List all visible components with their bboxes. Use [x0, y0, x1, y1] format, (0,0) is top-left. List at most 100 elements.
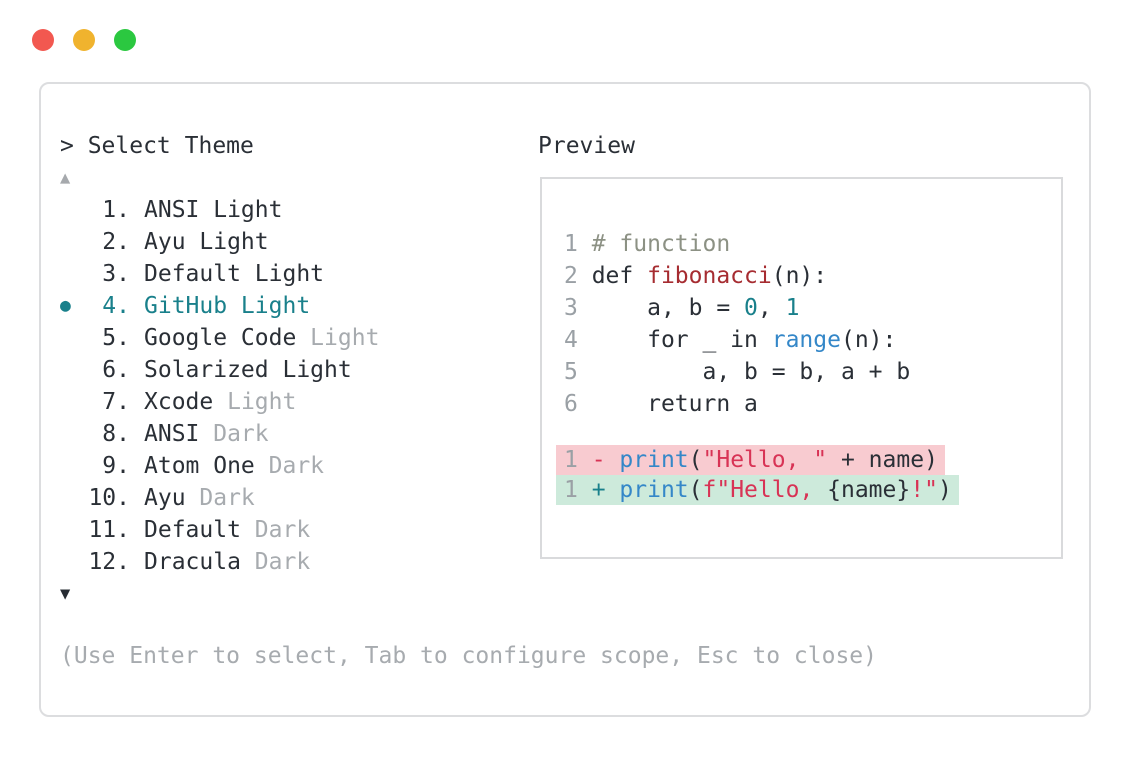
theme-list-item[interactable]: ●4.GitHub Light	[60, 290, 379, 322]
theme-item-label: Solarized Light	[144, 357, 352, 383]
item-marker-empty	[60, 450, 88, 482]
item-marker-empty	[60, 514, 88, 546]
code-token-num: 1	[785, 295, 800, 321]
theme-item-label: ANSI Light	[144, 197, 283, 223]
theme-item-label-suffix: Dark	[254, 453, 325, 479]
item-marker-empty	[60, 322, 88, 354]
theme-item-label: Ayu Dark	[144, 485, 255, 511]
code-line: 5 a, b = b, a + b	[564, 356, 910, 388]
theme-item-label-suffix: Dark	[185, 485, 255, 511]
diff-line-removed: 1 - print("Hello, " + name)	[556, 445, 959, 475]
theme-list-item[interactable]: 3.Default Light	[60, 258, 379, 290]
code-token-ln: 6	[564, 391, 592, 417]
keyboard-hints: (Use Enter to select, Tab to configure s…	[60, 643, 877, 669]
theme-item-number: 7.	[102, 389, 130, 415]
diff-line-highlight: 1 + print(f"Hello, {name}!")	[556, 475, 959, 505]
minimize-window-icon[interactable]	[73, 29, 95, 51]
code-token-call: print	[619, 477, 689, 503]
code-token-pl: (n):	[771, 263, 828, 289]
theme-item-label-suffix: Light	[296, 325, 380, 351]
theme-item-label: Xcode Light	[144, 389, 297, 415]
theme-item-number: 6.	[102, 357, 130, 383]
selected-item-marker: ●	[60, 295, 71, 316]
item-marker-empty	[60, 482, 88, 514]
theme-item-number: 1.	[102, 197, 130, 223]
code-token-ln: 5	[564, 359, 592, 385]
code-token-pl: )	[937, 477, 952, 503]
theme-list-item[interactable]: 5. Google Code Light	[60, 322, 379, 354]
code-token-pl: (	[688, 447, 703, 473]
code-token-cm: # function	[591, 231, 731, 257]
scroll-down-icon[interactable]: ▼	[60, 584, 71, 604]
item-marker-empty	[60, 258, 88, 290]
item-marker-empty	[60, 386, 88, 418]
code-token-ln: 1	[564, 231, 592, 257]
theme-list-item[interactable]: 6. Solarized Light	[60, 354, 379, 386]
code-line: 4 for _ in range(n):	[564, 324, 910, 356]
code-line: 6 return a	[564, 388, 910, 420]
code-line: 1 # function	[564, 228, 910, 260]
theme-item-label: GitHub Light	[144, 293, 311, 319]
code-token-fn: fibonacci	[647, 263, 772, 289]
code-token-pl: for _ in	[591, 327, 772, 353]
theme-list-item[interactable]: 12.Dracula Dark	[60, 546, 379, 578]
code-token-add: +	[591, 477, 620, 503]
code-token-num: 0	[744, 295, 758, 321]
theme-item-number: 5.	[102, 325, 130, 351]
code-token-ln: 4	[564, 327, 592, 353]
theme-item-number: 2.	[102, 229, 130, 255]
code-token-call: range	[771, 327, 841, 353]
code-token-pl: (n):	[840, 327, 897, 353]
theme-item-number: 10.	[88, 485, 130, 511]
theme-item-label-suffix: Dark	[199, 421, 269, 447]
theme-list-item[interactable]: 8.ANSI Dark	[60, 418, 379, 450]
code-token-pl: return a	[591, 391, 758, 417]
code-token-pl: (	[688, 477, 703, 503]
code-token-del: -	[591, 447, 620, 473]
code-token-ln: 1	[564, 477, 592, 503]
code-token-ln: 1	[564, 447, 592, 473]
select-theme-prompt: > Select Theme	[60, 133, 254, 159]
code-token-ln: 2	[564, 263, 592, 289]
code-token-pl: {name}	[827, 477, 911, 503]
code-line: 3 a, b = 0, 1	[564, 292, 910, 324]
theme-item-label: Google Code Light	[144, 325, 380, 351]
preview-title: Preview	[538, 133, 635, 159]
theme-item-label: Dracula Dark	[144, 549, 311, 575]
item-marker-empty	[60, 354, 88, 386]
window-traffic-lights	[32, 29, 136, 51]
theme-list-item[interactable]: 9. Atom One Dark	[60, 450, 379, 482]
scroll-up-icon[interactable]: ▲	[60, 168, 71, 188]
theme-item-number: 11.	[88, 517, 130, 543]
zoom-window-icon[interactable]	[114, 29, 136, 51]
code-token-str: f"Hello,	[702, 477, 828, 503]
theme-list-item[interactable]: 7. Xcode Light	[60, 386, 379, 418]
theme-item-label: Atom One Dark	[144, 453, 325, 479]
code-token-str: "Hello, "	[702, 447, 828, 473]
theme-list-item[interactable]: 2.Ayu Light	[60, 226, 379, 258]
code-line: 2 def fibonacci(n):	[564, 260, 910, 292]
theme-item-label-suffix: Light	[213, 389, 297, 415]
theme-list-item[interactable]: 1. ANSI Light	[60, 194, 379, 226]
diff-line-highlight: 1 - print("Hello, " + name)	[556, 445, 945, 475]
close-window-icon[interactable]	[32, 29, 54, 51]
code-token-call: print	[619, 447, 689, 473]
item-marker-empty	[60, 546, 88, 578]
theme-item-label: Default Light	[144, 261, 325, 287]
code-token-pl: + name)	[827, 447, 938, 473]
theme-list-item[interactable]: 11. Default Dark	[60, 514, 379, 546]
item-marker-empty	[60, 418, 88, 450]
code-token-ln: 3	[564, 295, 592, 321]
theme-item-label: Default Dark	[144, 517, 311, 543]
diff-line-added: 1 + print(f"Hello, {name}!")	[556, 475, 959, 505]
item-marker-empty	[60, 194, 88, 226]
theme-list-item[interactable]: 10. Ayu Dark	[60, 482, 379, 514]
theme-item-number: 9.	[102, 453, 130, 479]
code-token-pl: ,	[757, 295, 786, 321]
theme-item-label-suffix: Dark	[240, 549, 311, 575]
